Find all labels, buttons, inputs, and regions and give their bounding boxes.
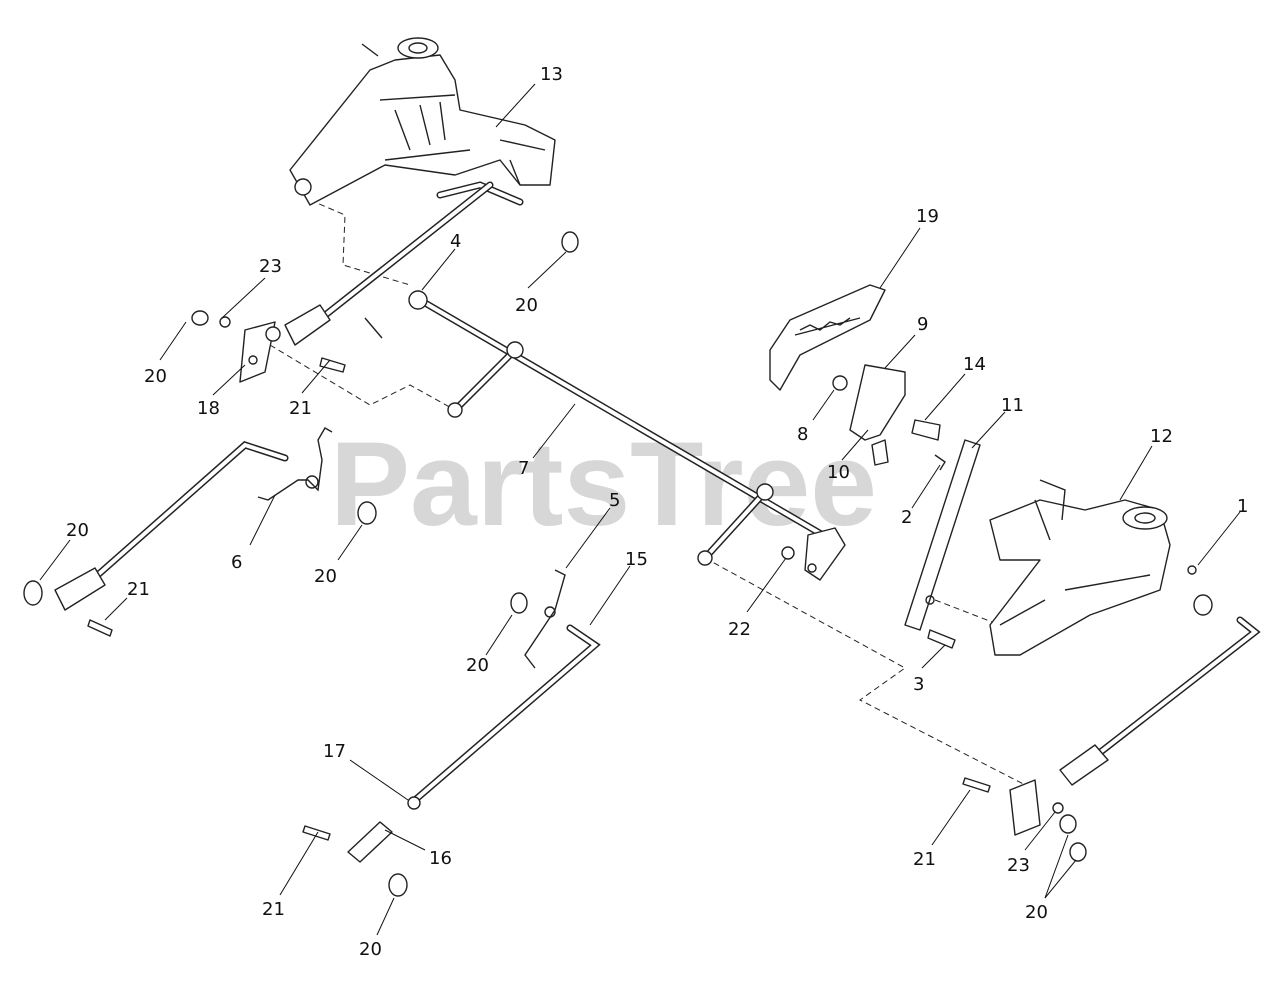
callout-21-d: 21 [913,849,936,870]
callout-11: 11 [1001,395,1024,416]
callout-15: 15 [625,549,648,570]
callout-2: 2 [901,507,912,528]
callout-20-d: 20 [314,566,337,587]
upper-left-rod [191,181,579,383]
cross-shaft [364,290,846,581]
callouts: 1 2 3 4 5 6 7 8 9 10 11 12 13 14 15 16 1… [66,64,1248,960]
callout-4: 4 [450,231,461,252]
callout-10: 10 [827,462,850,483]
callout-12: 12 [1150,426,1173,447]
leader-lines [39,83,1241,936]
callout-9: 9 [917,314,928,335]
left-mounting-bracket [289,37,556,206]
callout-20-g: 20 [1025,902,1048,923]
callout-23-a: 23 [259,256,282,277]
callout-20-a: 20 [144,366,167,387]
pedal-assembly [769,284,1261,862]
callout-22: 22 [728,619,751,640]
callout-5: 5 [609,490,620,511]
callout-7: 7 [518,458,529,479]
callout-3: 3 [913,674,924,695]
right-mounting-bracket [989,479,1171,656]
callout-1: 1 [1237,496,1248,517]
lower-center-rod [302,569,601,897]
watermark: PartsTree [330,417,877,551]
callout-21-b: 21 [127,579,150,600]
callout-8: 8 [797,424,808,445]
callout-20-f: 20 [359,939,382,960]
callout-23-b: 23 [1007,855,1030,876]
callout-16: 16 [429,848,452,869]
callout-17: 17 [323,741,346,762]
callout-18: 18 [197,398,220,419]
callout-19: 19 [916,206,939,227]
callout-21-a: 21 [289,398,312,419]
callout-13: 13 [540,64,563,85]
callout-6: 6 [231,552,242,573]
callout-20-c: 20 [66,520,89,541]
callout-20-e: 20 [466,655,489,676]
callout-14: 14 [963,354,986,375]
callout-21-c: 21 [262,899,285,920]
lower-left-rod [23,427,377,637]
callout-20-b: 20 [515,295,538,316]
